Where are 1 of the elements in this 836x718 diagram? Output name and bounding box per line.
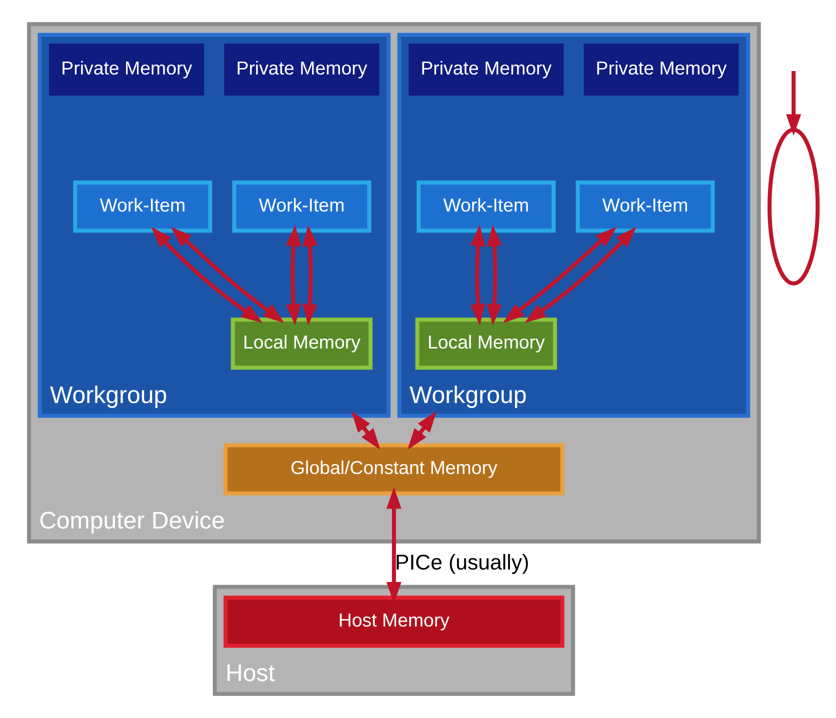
edge-label: PICe (usually) xyxy=(394,550,530,574)
